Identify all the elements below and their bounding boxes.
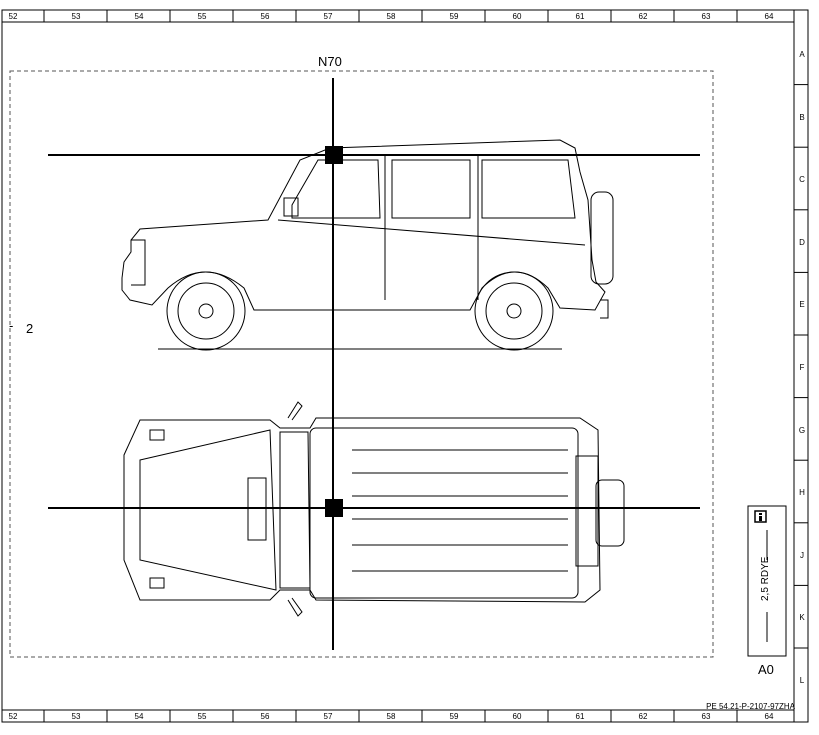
location-crosshair xyxy=(48,78,700,650)
column-label: 61 xyxy=(575,712,585,721)
column-label: 60 xyxy=(512,712,522,721)
column-label: 56 xyxy=(260,712,270,721)
row-label: J xyxy=(800,550,804,560)
vehicle-top-view xyxy=(123,401,625,617)
column-label: 56 xyxy=(260,12,270,21)
column-ticks xyxy=(43,10,738,722)
wire-label: 2,5 RDYE xyxy=(760,556,771,601)
column-label: 55 xyxy=(197,12,207,21)
column-label: 62 xyxy=(638,12,648,21)
diagram-border xyxy=(1,9,809,723)
reference-code: PE 54.21-P-2107-97ZHA xyxy=(706,702,795,711)
column-label: 63 xyxy=(701,712,711,721)
row-label: H xyxy=(799,488,805,498)
column-label: 54 xyxy=(134,712,144,721)
column-label: 58 xyxy=(386,12,396,21)
column-label: 59 xyxy=(449,712,459,721)
column-label: 61 xyxy=(575,12,585,21)
column-label: 53 xyxy=(71,12,81,21)
pin-dash: - xyxy=(9,318,14,333)
row-ticks xyxy=(794,84,808,649)
column-label: 64 xyxy=(764,712,774,721)
pin-label: 2 xyxy=(26,321,34,336)
column-label: 52 xyxy=(8,12,18,21)
row-label: F xyxy=(799,363,805,372)
connector-marker-top[interactable] xyxy=(325,499,343,517)
column-label: 55 xyxy=(197,712,207,721)
column-label: 59 xyxy=(449,12,459,21)
area-label: A0 xyxy=(758,662,774,677)
connector-marker-side[interactable] xyxy=(325,146,343,164)
vehicle-side-view xyxy=(121,139,614,351)
row-label: E xyxy=(799,300,805,310)
column-label: 53 xyxy=(71,712,81,721)
column-label: 52 xyxy=(8,712,18,721)
column-label: 64 xyxy=(764,12,774,21)
column-label: 62 xyxy=(638,712,648,721)
dashed-boundary xyxy=(9,70,714,658)
row-label: B xyxy=(799,112,805,122)
column-label: 57 xyxy=(323,712,333,721)
column-label: 63 xyxy=(701,12,711,21)
column-label: 60 xyxy=(512,12,522,21)
column-label: 57 xyxy=(323,12,333,21)
column-label: 54 xyxy=(134,12,144,21)
row-label: D xyxy=(799,237,805,247)
connector-label: N70 xyxy=(318,54,342,69)
row-label: C xyxy=(799,175,805,185)
row-label: A xyxy=(799,50,805,59)
column-label: 58 xyxy=(386,712,396,721)
row-label: K xyxy=(799,613,805,623)
row-label: L xyxy=(799,676,805,685)
info-icon xyxy=(754,510,767,523)
row-label: G xyxy=(798,425,806,435)
